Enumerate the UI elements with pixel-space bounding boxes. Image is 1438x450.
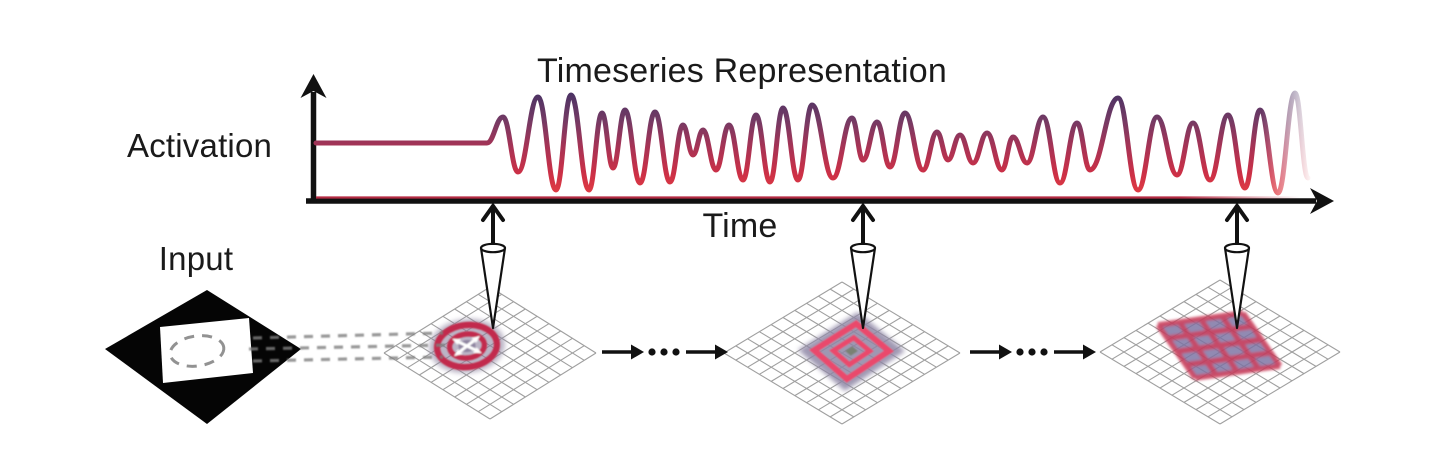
ripple-ring-outer — [433, 321, 501, 371]
stage-connector-2 — [970, 344, 1096, 360]
probe-2 — [849, 202, 877, 330]
stage-connector-1 — [602, 344, 728, 360]
expansion-arrows-icon — [452, 335, 482, 357]
nested-diamond-pattern — [798, 312, 905, 391]
probes — [479, 202, 1251, 330]
ellipsis-dot — [1028, 348, 1036, 356]
probe-arrowhead-icon — [851, 202, 875, 222]
x-axis-arrowhead-icon — [1310, 188, 1334, 214]
x-axis-label: Time — [702, 207, 778, 245]
ripple-pattern — [429, 318, 505, 374]
probe-cone-top — [849, 242, 877, 254]
plaid-lines — [1155, 310, 1283, 381]
timeseries-curve — [313, 90, 1311, 196]
projection-dashed-line — [252, 355, 444, 363]
plot-axes — [300, 74, 1334, 214]
probe-cone-icon — [849, 247, 877, 330]
projection-dashed-lines — [248, 331, 448, 363]
diamond-ring-outer — [809, 319, 895, 383]
connector-arrowhead-icon — [1083, 344, 1096, 360]
probe-cone-top — [479, 242, 507, 254]
input-dashed-ellipse — [168, 334, 226, 368]
ellipsis-dot — [648, 348, 656, 356]
ellipsis-dot — [1016, 348, 1024, 356]
probe-arrowhead-icon — [1225, 202, 1249, 222]
probe-cone-top — [1223, 242, 1251, 254]
stage-connectors — [602, 344, 1096, 360]
probe-arrowhead-icon — [481, 202, 505, 222]
connector-arrowhead-icon — [999, 344, 1012, 360]
input-white-square — [160, 318, 253, 383]
probe-3 — [1223, 202, 1251, 330]
y-axis-arrowhead-icon — [300, 74, 327, 98]
figure-title: Timeseries Representation — [536, 52, 948, 90]
diamond-center — [845, 346, 858, 356]
connector-arrowhead-icon — [631, 344, 644, 360]
probe-cone-icon — [479, 247, 507, 330]
probe-1 — [479, 202, 507, 330]
ripple-ring-inner — [446, 331, 488, 361]
plaid-pattern — [1155, 310, 1283, 381]
projection-dashed-line — [252, 331, 444, 340]
connector-arrowhead-icon — [715, 344, 728, 360]
probe-cone-icon — [1223, 247, 1251, 330]
y-axis-label: Activation — [127, 127, 273, 164]
input-stimulus — [105, 290, 301, 424]
diamond-ring-inner — [829, 334, 874, 368]
ellipsis-dot — [1040, 348, 1048, 356]
ellipsis-dot — [660, 348, 668, 356]
ellipsis-dot — [672, 348, 680, 356]
input-label: Input — [158, 240, 234, 277]
